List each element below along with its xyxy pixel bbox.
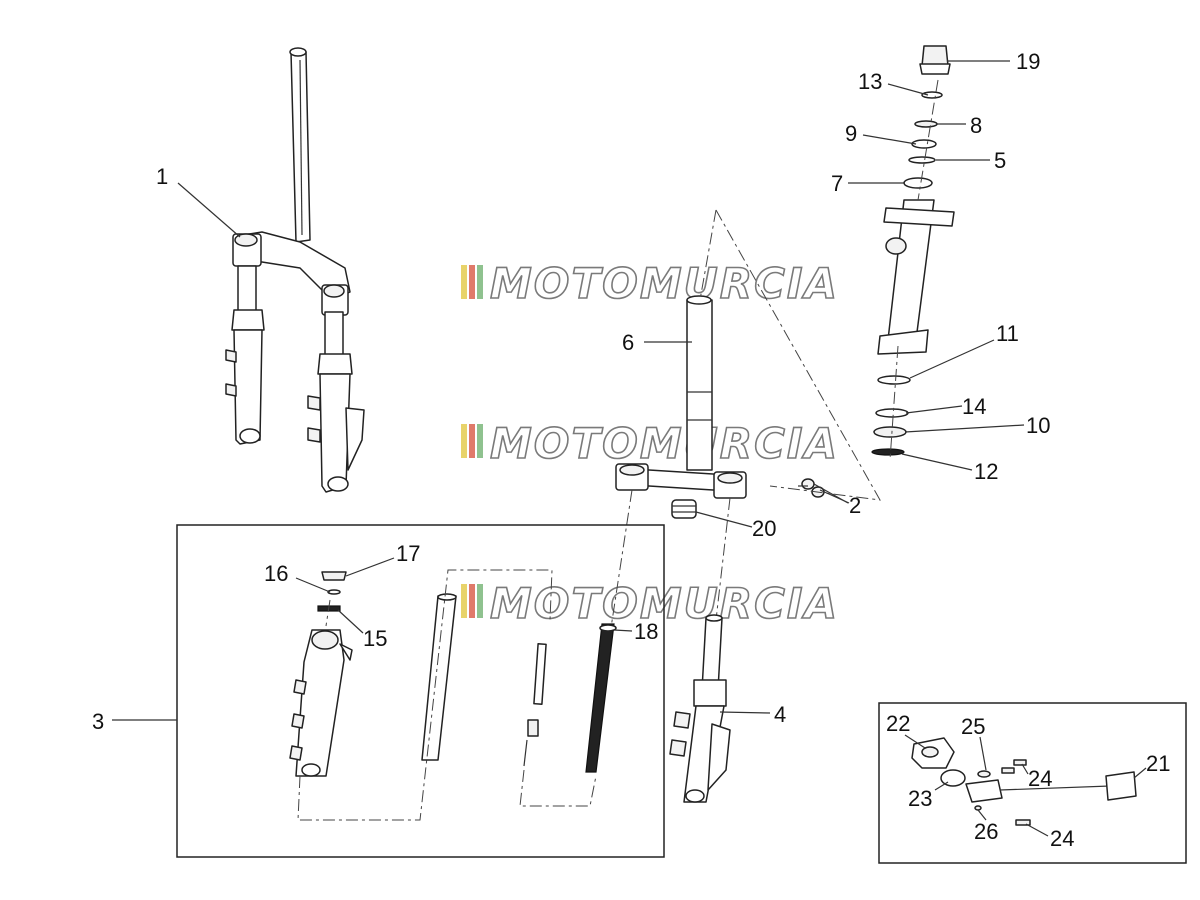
callout-1: 1 — [156, 164, 168, 189]
callout-labels: 1 19 13 8 9 5 7 6 11 14 10 12 2 20 17 16… — [92, 49, 1170, 851]
callout-6: 6 — [622, 330, 634, 355]
callout-11: 11 — [996, 321, 1019, 346]
callout-2: 2 — [849, 493, 861, 518]
callout-19: 19 — [1016, 49, 1040, 74]
callout-21: 21 — [1146, 751, 1170, 776]
callout-3: 3 — [92, 709, 104, 734]
watermark-text: MOTOMURCIA — [490, 419, 839, 468]
part-steering-stem — [615, 295, 747, 499]
callout-24b: 24 — [1050, 826, 1074, 851]
part-headstock-stack — [871, 45, 955, 456]
callout-24a: 24 — [1028, 766, 1052, 791]
callout-5: 5 — [994, 148, 1006, 173]
callout-4: 4 — [774, 702, 786, 727]
callout-13: 13 — [858, 69, 882, 94]
callout-17: 17 — [396, 541, 420, 566]
callout-23: 23 — [908, 786, 932, 811]
sensor-kit-frame — [878, 702, 1187, 864]
watermark-1: MOTOMURCIA — [461, 258, 839, 309]
callout-8: 8 — [970, 113, 982, 138]
part-front-fork-assembly — [225, 47, 365, 493]
watermark-text: MOTOMURCIA — [490, 259, 839, 308]
callout-20: 20 — [752, 516, 776, 541]
callout-26: 26 — [974, 819, 998, 844]
callout-22: 22 — [886, 711, 910, 736]
part-fork-leg — [669, 614, 731, 803]
leader-lines — [112, 60, 1147, 837]
part-fork-leg-kit — [289, 569, 617, 821]
callout-10: 10 — [1026, 413, 1050, 438]
fork-leg-kit-frame — [176, 524, 665, 858]
callout-25: 25 — [961, 714, 985, 739]
callout-9: 9 — [845, 121, 857, 146]
callout-15: 15 — [363, 626, 387, 651]
part-sensor-kit — [911, 737, 1137, 826]
watermark-2: MOTOMURCIA — [461, 418, 839, 469]
callout-16: 16 — [264, 561, 288, 586]
callout-7: 7 — [831, 171, 843, 196]
callout-12: 12 — [974, 459, 998, 484]
callout-14: 14 — [962, 394, 986, 419]
callout-18: 18 — [634, 619, 658, 644]
part-20 — [671, 499, 697, 519]
